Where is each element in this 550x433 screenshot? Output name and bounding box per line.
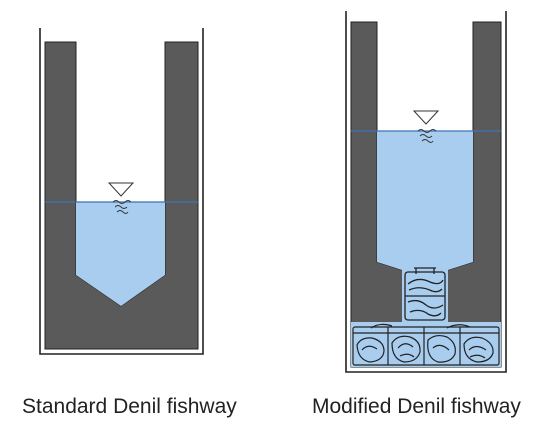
modified-water-level-symbol	[412, 110, 440, 143]
standard-water-in-channel	[76, 202, 165, 306]
standard-water-level-symbol	[107, 182, 135, 214]
slot-cage	[404, 267, 446, 321]
modified-water-bottom-box	[351, 322, 501, 367]
caption-standard-denil-fishway: Standard Denil fishway	[22, 395, 237, 418]
caption-modified-denil-fishway: Modified Denil fishway	[312, 395, 521, 418]
modified-channel-outline	[345, 11, 507, 373]
standard-fishway	[39, 28, 204, 355]
modified-water-upper	[377, 131, 473, 270]
modified-fishway	[345, 11, 507, 373]
standard-baffle-wall	[44, 41, 199, 350]
bottom-cages	[352, 323, 500, 366]
standard-channel-outline	[39, 28, 204, 355]
